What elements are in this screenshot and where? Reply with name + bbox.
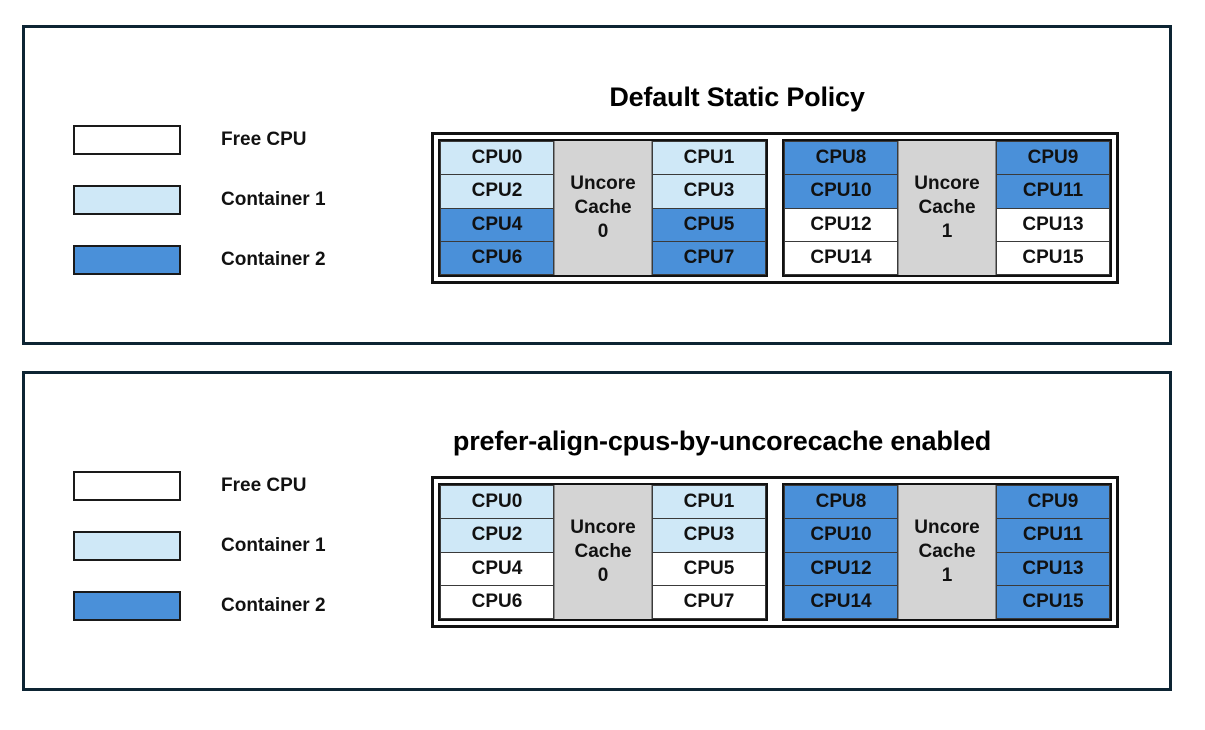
cpu-cell: CPU2 <box>440 174 554 209</box>
cpu-cell: CPU9 <box>996 141 1110 176</box>
legend-label-free-cpu: Free CPU <box>221 475 307 496</box>
cpu-cell: CPU7 <box>652 240 766 275</box>
legend: Free CPU Container 1 Container 2 <box>73 110 326 290</box>
cpu-cell: CPU13 <box>996 551 1110 586</box>
cpu-cell: CPU4 <box>440 207 554 242</box>
legend-label-free-cpu: Free CPU <box>221 129 307 150</box>
uncore-cache-label-line-3: 1 <box>941 565 953 587</box>
cpu-cell: CPU0 <box>440 485 554 520</box>
cpu-column-left-1: CPU8 CPU10 CPU12 CPU14 <box>784 141 898 275</box>
cpu-column-left-0: CPU0 CPU2 CPU4 CPU6 <box>440 485 554 619</box>
legend-item-free-cpu: Free CPU <box>73 456 326 516</box>
uncore-cache-label-line-3: 0 <box>597 221 609 243</box>
cpu-column-left-1: CPU8 CPU10 CPU12 CPU14 <box>784 485 898 619</box>
cpu-cell: CPU0 <box>440 141 554 176</box>
page-title: Default Static Policy <box>609 82 865 113</box>
cpu-cell: CPU3 <box>652 518 766 553</box>
cpu-cell: CPU15 <box>996 240 1110 275</box>
uncore-cache-block-1: Uncore Cache 1 <box>898 141 996 275</box>
legend-swatch-container-1 <box>73 531 181 561</box>
cpu-cell: CPU5 <box>652 551 766 586</box>
page-title: prefer-align-cpus-by-uncorecache enabled <box>452 426 992 457</box>
legend-label-container-2: Container 2 <box>221 249 326 270</box>
cpu-cell: CPU8 <box>784 485 898 520</box>
uncore-cache-label-line-3: 1 <box>941 221 953 243</box>
legend-label-container-1: Container 1 <box>221 189 326 210</box>
cpu-column-left-0: CPU0 CPU2 CPU4 CPU6 <box>440 141 554 275</box>
cpu-cell: CPU14 <box>784 240 898 275</box>
uncore-cache-label-line-1: Uncore <box>570 172 636 194</box>
legend-item-container-2: Container 2 <box>73 230 326 290</box>
legend-item-container-2: Container 2 <box>73 576 326 636</box>
cpu-cell: CPU11 <box>996 518 1110 553</box>
legend-label-container-1: Container 1 <box>221 535 326 556</box>
cache-group-0: CPU0 CPU2 CPU4 CPU6 Uncore Cache 0 CPU1 … <box>438 139 768 277</box>
legend-item-container-1: Container 1 <box>73 516 326 576</box>
uncore-cache-label-line-1: Uncore <box>914 516 980 538</box>
cpu-cell: CPU1 <box>652 485 766 520</box>
legend: Free CPU Container 1 Container 2 <box>73 456 326 636</box>
uncore-cache-label-line-2: Cache <box>918 540 976 562</box>
cpu-cell: CPU7 <box>652 584 766 619</box>
cpu-cell: CPU2 <box>440 518 554 553</box>
legend-label-container-2: Container 2 <box>221 595 326 616</box>
cpu-cell: CPU1 <box>652 141 766 176</box>
cpu-cell: CPU6 <box>440 240 554 275</box>
diagram-panel-prefer-align-cpus-by-uncorecache: prefer-align-cpus-by-uncorecache enabled… <box>22 371 1172 691</box>
cpu-cell: CPU13 <box>996 207 1110 242</box>
diagram-panel-default-static-policy: Default Static Policy Free CPU Container… <box>22 25 1172 345</box>
legend-item-container-1: Container 1 <box>73 170 326 230</box>
uncore-cache-label-line-2: Cache <box>574 196 632 218</box>
cpu-cell: CPU12 <box>784 551 898 586</box>
cpu-column-right-0: CPU1 CPU3 CPU5 CPU7 <box>652 141 766 275</box>
cpu-cell: CPU9 <box>996 485 1110 520</box>
cpu-column-right-0: CPU1 CPU3 CPU5 CPU7 <box>652 485 766 619</box>
cpu-cell: CPU8 <box>784 141 898 176</box>
cpu-column-right-1: CPU9 CPU11 CPU13 CPU15 <box>996 141 1110 275</box>
uncore-cache-label-line-2: Cache <box>574 540 632 562</box>
cpu-cell: CPU4 <box>440 551 554 586</box>
cpu-cell: CPU15 <box>996 584 1110 619</box>
legend-swatch-container-1 <box>73 185 181 215</box>
uncore-cache-label-line-1: Uncore <box>914 172 980 194</box>
uncore-cache-block-0: Uncore Cache 0 <box>554 141 652 275</box>
cpu-cell: CPU3 <box>652 174 766 209</box>
cpu-cell: CPU5 <box>652 207 766 242</box>
cpu-column-right-1: CPU9 CPU11 CPU13 CPU15 <box>996 485 1110 619</box>
cpu-topology-table: CPU0 CPU2 CPU4 CPU6 Uncore Cache 0 CPU1 … <box>431 132 1119 284</box>
uncore-cache-block-0: Uncore Cache 0 <box>554 485 652 619</box>
cpu-cell: CPU14 <box>784 584 898 619</box>
cache-group-0: CPU0 CPU2 CPU4 CPU6 Uncore Cache 0 CPU1 … <box>438 483 768 621</box>
uncore-cache-label-line-1: Uncore <box>570 516 636 538</box>
cpu-cell: CPU11 <box>996 174 1110 209</box>
uncore-cache-block-1: Uncore Cache 1 <box>898 485 996 619</box>
uncore-cache-label-line-2: Cache <box>918 196 976 218</box>
legend-swatch-free-cpu <box>73 471 181 501</box>
cpu-cell: CPU10 <box>784 518 898 553</box>
cache-group-1: CPU8 CPU10 CPU12 CPU14 Uncore Cache 1 CP… <box>782 139 1112 277</box>
legend-swatch-free-cpu <box>73 125 181 155</box>
legend-swatch-container-2 <box>73 245 181 275</box>
legend-item-free-cpu: Free CPU <box>73 110 326 170</box>
uncore-cache-label-line-3: 0 <box>597 565 609 587</box>
cpu-cell: CPU10 <box>784 174 898 209</box>
cpu-topology-table: CPU0 CPU2 CPU4 CPU6 Uncore Cache 0 CPU1 … <box>431 476 1119 628</box>
cache-group-1: CPU8 CPU10 CPU12 CPU14 Uncore Cache 1 CP… <box>782 483 1112 621</box>
legend-swatch-container-2 <box>73 591 181 621</box>
cpu-cell: CPU6 <box>440 584 554 619</box>
cpu-cell: CPU12 <box>784 207 898 242</box>
